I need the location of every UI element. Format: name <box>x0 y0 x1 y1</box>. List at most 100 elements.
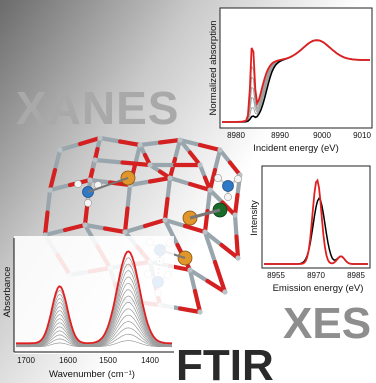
nitrogen-atom <box>222 180 234 192</box>
framework-bond <box>232 212 239 239</box>
framework-bond <box>127 179 153 188</box>
framework-bond <box>187 267 198 294</box>
framework-node <box>87 177 93 183</box>
framework-node <box>92 157 98 163</box>
framework-node <box>232 212 238 218</box>
framework-bond <box>207 187 225 205</box>
framework-bond-oxygen <box>47 167 58 193</box>
xanes-xlabel: Incident energy (eV) <box>253 143 339 154</box>
framework-bond-oxygen <box>167 156 178 181</box>
xes-final-spectrum <box>264 178 368 265</box>
framework-node <box>47 187 53 193</box>
hydrogen-atom <box>214 174 222 182</box>
ftir-final-spectrum <box>16 250 172 345</box>
framework-bond-oxygen <box>205 278 228 295</box>
framework-bond <box>187 267 210 284</box>
ftir-tick-0: 1700 <box>17 356 35 365</box>
framework-bond <box>42 227 68 238</box>
framework-bond <box>52 147 63 173</box>
framework-bond-oxygen <box>177 306 203 315</box>
framework-bond <box>57 141 83 153</box>
framework-bond-oxygen <box>219 242 241 261</box>
framework-bond-oxygen <box>227 160 243 178</box>
ftir-ticks: 1700 1600 1500 1400 <box>17 356 159 365</box>
framework-bond-oxygen <box>187 181 213 193</box>
xes-tick-2: 8985 <box>347 271 365 280</box>
ftir-tick-3: 1400 <box>141 356 159 365</box>
framework-node <box>97 135 103 141</box>
ftir-tick-2: 1500 <box>99 356 117 365</box>
framework-node <box>82 222 88 228</box>
ftir-tick-1: 1600 <box>59 356 77 365</box>
framework-node <box>197 162 203 168</box>
framework-bond-oxygen <box>120 160 153 168</box>
framework-node <box>187 267 193 273</box>
framework-bond <box>162 217 188 229</box>
framework-node <box>162 217 168 223</box>
framework-bond-oxygen <box>197 142 223 153</box>
xanes-plot-frame <box>219 7 373 129</box>
framework-bond <box>92 157 125 165</box>
xes-ylabel: Intensity <box>249 200 260 236</box>
framework-bond <box>45 187 53 215</box>
framework-bond <box>172 137 183 162</box>
hydrogen-atom <box>74 180 82 188</box>
hydrogen-atom <box>224 193 232 201</box>
framework-node <box>222 289 228 295</box>
framework-bond <box>202 229 218 265</box>
framework-node <box>202 229 208 235</box>
framework-bond-oxygen <box>122 206 130 235</box>
xes-label: XES <box>283 299 371 348</box>
framework-bond-oxygen <box>192 288 203 315</box>
framework-node <box>197 309 203 315</box>
xanes-curves <box>222 39 370 123</box>
framework-bond <box>165 175 173 202</box>
hydrogen-atom <box>84 199 92 207</box>
framework-bond-oxygen <box>232 192 240 218</box>
framework-bond-oxygen <box>117 139 143 148</box>
ftir-label: FTIR <box>176 341 274 383</box>
ftir-ylabel: Absorbance <box>2 267 13 318</box>
xanes-tick-3: 9010 <box>353 131 371 140</box>
xanes-tick-1: 8990 <box>271 131 289 140</box>
xanes-ylabel: Normalized absorption <box>208 20 219 115</box>
ftir-panel: 1700 1600 1500 1400 Wavenumber (cm⁻¹) Ab… <box>2 236 174 380</box>
framework-node <box>217 147 223 153</box>
framework-node <box>207 187 213 193</box>
xes-curves <box>264 178 368 265</box>
framework-bond <box>122 223 148 235</box>
xanes-panel: 8980 8990 9000 9010 Incident energy (eV)… <box>208 7 373 154</box>
framework-bond <box>125 182 133 211</box>
framework-bond-oxygen <box>102 226 128 235</box>
xes-ticks: 8955 8970 8985 <box>267 271 365 280</box>
xes-tick-0: 8955 <box>267 271 285 280</box>
ftir-xlabel: Wavenumber (cm⁻¹) <box>49 369 135 380</box>
xes-panel: 8955 8970 8985 Emission energy (eV) Inte… <box>249 165 371 294</box>
framework-node <box>122 229 128 235</box>
framework-bond <box>205 187 213 214</box>
framework-bond <box>167 175 193 187</box>
framework-bond <box>162 217 180 248</box>
framework-node <box>147 162 153 168</box>
framework-bond-oxygen <box>42 210 50 238</box>
framework-bond <box>137 140 163 148</box>
hydrogen-atom <box>234 175 242 183</box>
framework-bond-oxygen <box>77 135 103 147</box>
framework-bond-oxygen <box>62 222 88 233</box>
framework-bond-oxygen <box>212 259 228 295</box>
framework-bond <box>212 147 223 173</box>
cu-n-bond <box>87 177 129 193</box>
framework-bond <box>217 147 233 165</box>
xanes-ticks: 8980 8990 9000 9010 <box>227 131 371 140</box>
framework-bond <box>47 182 73 193</box>
framework-bond-oxygen <box>162 196 170 223</box>
framework-bond <box>97 135 123 144</box>
framework-bond-oxygen <box>234 234 241 261</box>
xanes-tick-2: 9000 <box>313 131 331 140</box>
framework-bond <box>87 177 113 185</box>
xanes-tick-0: 8980 <box>227 131 245 140</box>
xes-xlabel: Emission energy (eV) <box>273 283 364 294</box>
xanes-label: XANES <box>16 82 179 134</box>
cu-cl-bond <box>189 208 221 220</box>
